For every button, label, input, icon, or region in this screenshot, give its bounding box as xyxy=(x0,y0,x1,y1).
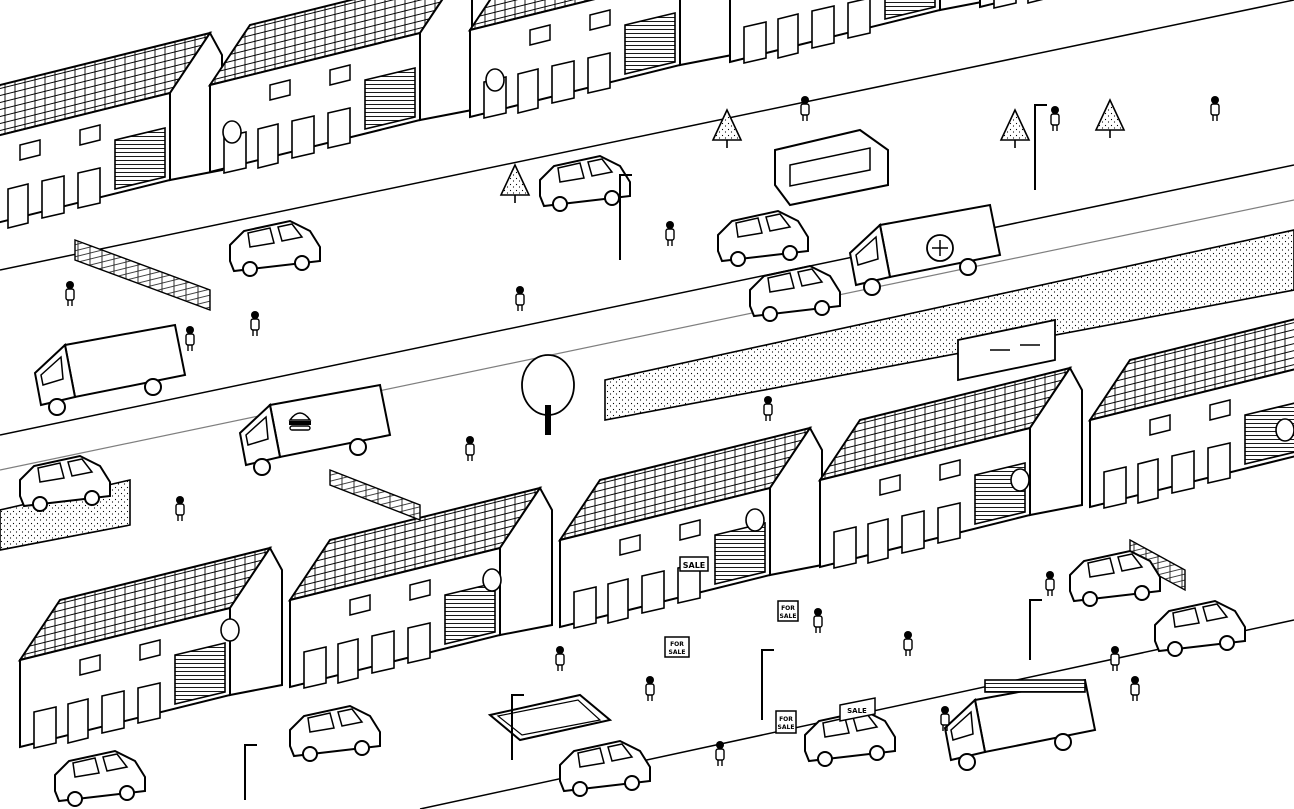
for-sale-line1: FOR xyxy=(670,641,684,648)
for-sale-line2: SALE xyxy=(669,649,686,656)
upper-road xyxy=(0,0,1294,471)
car-roof-sale-sign: SALE xyxy=(839,697,876,722)
ice-cream-truck-bottom[interactable] xyxy=(944,679,1096,771)
for-sale-line2: SALE xyxy=(778,724,795,731)
satellite-dish-icon xyxy=(220,68,1294,642)
burger-icon xyxy=(288,412,312,431)
for-sale-line1: FOR xyxy=(779,716,793,723)
food-truck-burger[interactable] xyxy=(239,384,391,476)
for-sale-line1: FOR xyxy=(781,605,795,612)
trees xyxy=(500,99,1125,435)
for-sale-line2: SALE xyxy=(780,613,797,620)
tree-icon xyxy=(521,354,575,435)
delivery-truck-fan[interactable] xyxy=(849,204,1001,296)
car-roof-sign-text: SALE xyxy=(847,707,867,715)
billboard xyxy=(957,318,1056,382)
for-sale-sign-bottom: FOR SALE xyxy=(775,710,797,734)
for-sale-sign-right: FOR SALE xyxy=(777,600,799,622)
brick-walls xyxy=(74,238,1186,592)
swimming-pool xyxy=(487,693,613,742)
sale-sign-shop: SALE xyxy=(679,556,709,572)
caravan[interactable] xyxy=(774,128,889,207)
for-sale-sign-left: FOR SALE xyxy=(664,636,690,658)
lamp-posts xyxy=(244,104,1047,800)
sale-sign-text: SALE xyxy=(683,561,706,570)
